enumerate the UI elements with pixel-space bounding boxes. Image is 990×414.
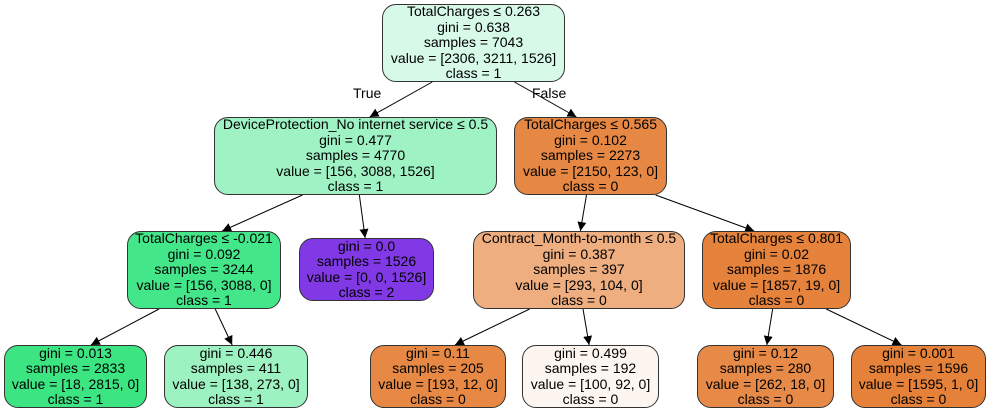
- edge-n7-n8: [454, 308, 530, 346]
- node-gini: gini = 0.11: [406, 344, 470, 361]
- node-value: value = [138, 273, 0]: [172, 375, 300, 392]
- node-gini: gini = 0.477: [319, 131, 392, 148]
- tree-leaf[interactable]: gini = 0.446 samples = 411 value = [138,…: [164, 345, 308, 408]
- node-class: class = 1: [445, 65, 502, 82]
- node-class: class = 1: [327, 178, 384, 195]
- node-gini: gini = 0.0: [337, 237, 396, 254]
- edge-n2-n3: [90, 308, 160, 346]
- tree-leaf[interactable]: gini = 0.001 samples = 1596 value = [159…: [851, 345, 986, 408]
- node-class: class = 1: [208, 391, 264, 407]
- node-class: class = 0: [410, 391, 466, 407]
- node-value: value = [100, 92, 0]: [530, 375, 651, 392]
- tree-node-totalcharges-0565[interactable]: TotalCharges ≤ 0.565 gini = 0.102 sample…: [514, 117, 667, 195]
- node-gini: gini = 0.499: [554, 344, 627, 361]
- node-class: class = 1: [176, 292, 232, 309]
- node-class: class = 2: [338, 284, 395, 300]
- edge-n0-n6: [514, 81, 577, 118]
- node-value: value = [2306, 3211, 1526]: [390, 49, 557, 66]
- edge-n1-n2: [221, 194, 303, 232]
- node-value: value = [18, 2815, 0]: [11, 375, 140, 392]
- tree-node-device-protection[interactable]: DeviceProtection_No internet service ≤ 0…: [214, 117, 497, 195]
- tree-leaf[interactable]: gini = 0.11 samples = 205 value = [193, …: [370, 345, 506, 408]
- node-gini: gini = 0.092: [167, 245, 241, 262]
- node-value: value = [1595, 1, 0]: [858, 375, 979, 392]
- node-samples: samples = 2273: [540, 147, 641, 164]
- node-samples: samples = 192: [544, 360, 637, 376]
- node-class: class = 0: [890, 391, 947, 407]
- tree-leaf[interactable]: gini = 0.499 samples = 192 value = [100,…: [522, 345, 659, 408]
- node-samples: samples = 3244: [154, 261, 254, 278]
- node-gini: gini = 0.013: [39, 344, 112, 361]
- node-class: class = 0: [551, 292, 607, 309]
- node-split: TotalCharges ≤ 0.565: [524, 116, 657, 133]
- node-gini: gini = 0.001: [882, 344, 955, 361]
- edge-n7-n9: [582, 308, 593, 346]
- tree-node-totalcharges-0801[interactable]: TotalCharges ≤ 0.801 gini = 0.02 samples…: [702, 231, 851, 309]
- node-gini: gini = 0.12: [733, 344, 798, 361]
- node-class: class = 0: [748, 292, 805, 309]
- tree-leaf[interactable]: gini = 0.12 samples = 280 value = [262, …: [697, 345, 834, 408]
- node-value: value = [2150, 123, 0]: [522, 162, 659, 179]
- node-split: TotalCharges ≤ 0.801: [710, 230, 843, 247]
- node-samples: samples = 397: [533, 261, 625, 278]
- node-class: class = 1: [47, 391, 104, 407]
- node-value: value = [193, 12, 0]: [378, 375, 498, 392]
- node-samples: samples = 280: [719, 360, 812, 376]
- edge-n2-n4: [214, 308, 233, 346]
- node-value: value = [293, 104, 0]: [515, 276, 643, 293]
- node-samples: samples = 2833: [25, 360, 126, 376]
- edge-label-false: False: [532, 85, 567, 101]
- node-value: value = [156, 3088, 1526]: [276, 162, 435, 179]
- node-gini: gini = 0.638: [437, 18, 510, 35]
- node-value: value = [262, 18, 0]: [705, 375, 826, 392]
- tree-node-totalcharges-neg0021[interactable]: TotalCharges ≤ -0.021 gini = 0.092 sampl…: [127, 231, 281, 309]
- node-samples: samples = 7043: [423, 34, 524, 51]
- node-samples: samples = 1596: [868, 360, 969, 376]
- node-gini: gini = 0.446: [199, 344, 273, 361]
- edge-n0-n1: [369, 81, 433, 118]
- node-split: TotalCharges ≤ -0.021: [135, 230, 273, 247]
- node-gini: gini = 0.102: [554, 131, 627, 148]
- node-class: class = 0: [737, 391, 794, 407]
- node-samples: samples = 4770: [305, 147, 406, 164]
- edge-label-true: True: [353, 85, 382, 101]
- node-samples: samples = 1526: [316, 253, 417, 269]
- edge-n10-n11: [763, 308, 774, 346]
- node-samples: samples = 205: [392, 360, 484, 376]
- node-value: value = [1857, 19, 0]: [712, 276, 841, 293]
- node-split: TotalCharges ≤ 0.263: [407, 3, 540, 20]
- node-value: value = [0, 0, 1526]: [306, 268, 427, 285]
- tree-node-root[interactable]: TotalCharges ≤ 0.263 gini = 0.638 sample…: [382, 4, 565, 82]
- tree-node-contract-month[interactable]: Contract_Month-to-month ≤ 0.5 gini = 0.3…: [473, 231, 685, 309]
- edge-n6-n7: [577, 194, 587, 232]
- node-class: class = 0: [562, 178, 619, 195]
- node-samples: samples = 411: [190, 360, 282, 376]
- edge-n10-n12: [825, 308, 902, 346]
- node-gini: gini = 0.02: [744, 245, 809, 262]
- edge-n6-n10: [655, 194, 755, 233]
- node-split: Contract_Month-to-month ≤ 0.5: [481, 230, 677, 247]
- tree-leaf[interactable]: gini = 0.013 samples = 2833 value = [18,…: [4, 345, 147, 408]
- tree-leaf-class-2[interactable]: gini = 0.0 samples = 1526 value = [0, 0,…: [299, 238, 434, 301]
- node-gini: gini = 0.387: [542, 245, 616, 262]
- node-split: DeviceProtection_No internet service ≤ 0…: [222, 116, 489, 133]
- node-class: class = 0: [562, 391, 619, 407]
- node-value: value = [156, 3088, 0]: [136, 276, 272, 293]
- node-samples: samples = 1876: [726, 261, 827, 278]
- edge-n1-n5: [358, 194, 369, 239]
